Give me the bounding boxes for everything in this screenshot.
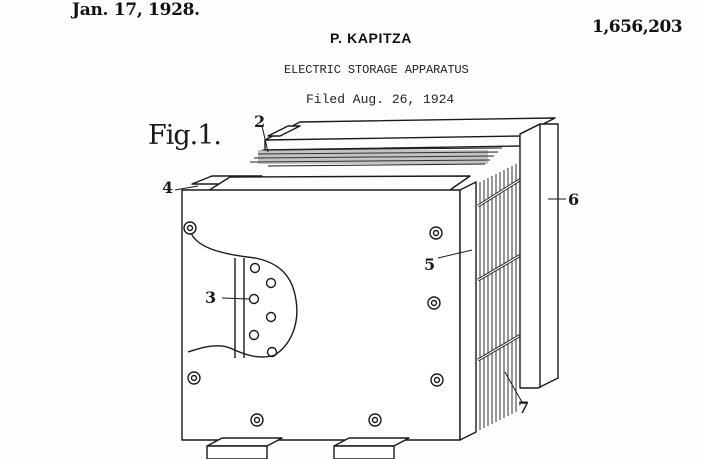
cutaway (187, 229, 298, 358)
inventor-name: P. KAPITZA (330, 30, 412, 46)
ref-numeral-6: 6 (568, 190, 580, 209)
patent-number: 1,656,203 (592, 17, 683, 37)
filed-date: Filed Aug. 26, 1924 (306, 92, 455, 107)
ref-numeral-2: 2 (254, 112, 266, 131)
ref-numeral-5: 5 (424, 255, 436, 274)
leader-lines (174, 125, 566, 403)
feet (206, 437, 410, 459)
rods-7 (477, 174, 527, 362)
patent-date: Jan. 17, 1928. (72, 0, 200, 20)
figure-label: Fig.1. (148, 120, 222, 151)
bolts (183, 221, 444, 427)
patent-title: ELECTRIC STORAGE APPARATUS (284, 63, 469, 77)
ref-numeral-4: 4 (162, 178, 174, 197)
end-block-6 (519, 123, 559, 389)
ref-numeral-7: 7 (518, 398, 530, 417)
ref-numeral-3: 3 (205, 288, 217, 307)
cooling-fins (479, 164, 517, 430)
back-top-plate (264, 117, 556, 141)
plate-stack-top (249, 147, 503, 167)
